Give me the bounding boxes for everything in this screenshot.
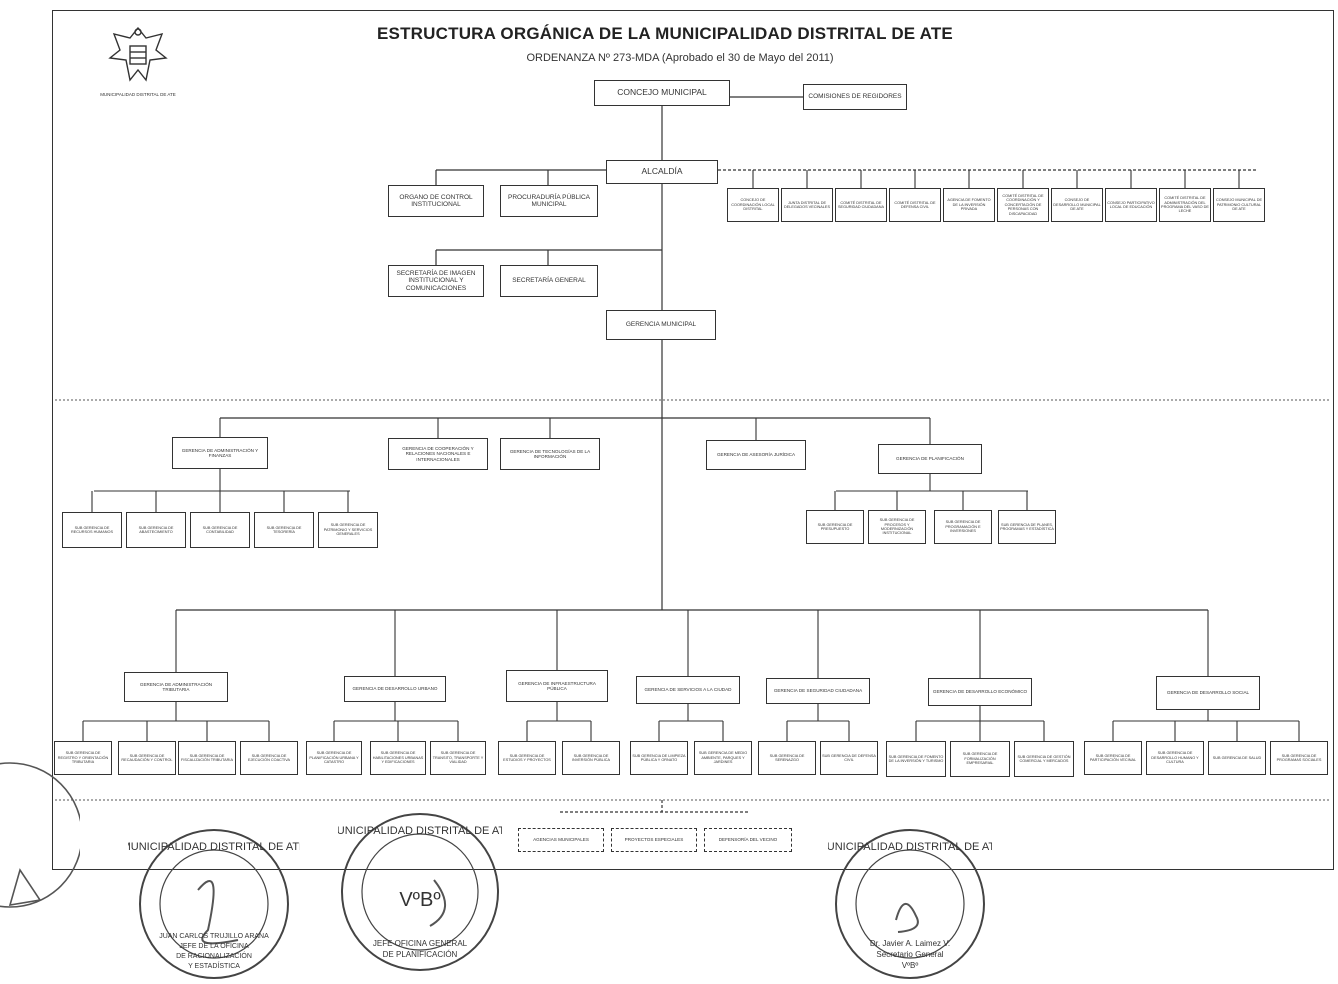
node-sub-gerencia: SUB GERENCIA DE REGISTRO Y ORIENTACIÓN T… <box>54 741 112 775</box>
stamp-line: JEFE DE LA OFICINA <box>179 943 249 950</box>
node-consultivo: CONSEJO DE DESARROLLO MUNICIPAL DE ATE <box>1051 188 1103 222</box>
logo-caption: MUNICIPALIDAD DISTRITAL DE ATE <box>100 92 176 97</box>
stamp-ring-text: MUNICIPALIDAD DISTRITAL DE ATE <box>828 841 992 853</box>
node-sub-gerencia: SUB GERENCIA DE ESTUDIOS Y PROYECTOS <box>498 741 556 775</box>
node-concejo-municipal: CONCEJO MUNICIPAL <box>594 80 730 106</box>
node-sub-gerencia: SUB GERENCIA DE PLANES, PROGRAMAS Y ESTA… <box>998 510 1056 544</box>
node-sub-gerencia: SUB GERENCIA DE HABILITACIONES URBANAS Y… <box>370 741 426 775</box>
stamp-line: Secretario General <box>876 950 943 959</box>
page-subtitle: ORDENANZA Nº 273-MDA (Aprobado el 30 de … <box>526 52 834 64</box>
stamp-line: Dr. Javier A. Laimez V. <box>870 939 950 948</box>
node-sub-gerencia: SUB GERENCIA DE TRANSITO, TRANSPORTE Y V… <box>430 741 486 775</box>
node-sub-gerencia: SUB GERENCIA DE EJECUCIÓN COACTIVA <box>240 741 298 775</box>
node-sub-gerencia: SUB GERENCIA DE FOMENTO DE LA INVERSIÓN … <box>886 741 946 777</box>
node-sub-gerencia: SUB GERENCIA DE DEFENSA CIVIL <box>820 741 878 775</box>
node-proyectos-especiales: PROYECTOS ESPECIALES <box>611 828 697 852</box>
node-linea-gerencia: GERENCIA DE ADMINISTRACIÓN TRIBUTARIA <box>124 672 228 702</box>
node-sub-gerencia: SUB GERENCIA DE PATRIMONIO Y SERVICIOS G… <box>318 512 378 548</box>
stamp-ring-text: MUNICIPALIDAD DISTRITAL DE ATE <box>128 841 300 853</box>
node-secretaria-imagen: SECRETARÍA DE IMAGEN INSTITUCIONAL Y COM… <box>388 265 484 297</box>
node-linea-gerencia: GERENCIA DE INFRAESTRUCTURA PÚBLICA <box>506 670 608 702</box>
node-sub-gerencia: SUB GERENCIA DE PLANIFICACIÓN URBANA Y C… <box>306 741 362 775</box>
stamp-line: DE PLANIFICACIÓN <box>383 950 458 959</box>
node-comisiones-regidores: COMISIONES DE REGIDORES <box>803 84 907 110</box>
stamp-line: Y ESTADÍSTICA <box>188 961 240 970</box>
node-sub-gerencia: SUB GERENCIA DE PRESUPUESTO <box>806 510 864 544</box>
node-linea-gerencia: GERENCIA DE SERVICIOS A LA CIUDAD <box>636 676 740 704</box>
node-apoyo-gerencia: GERENCIA DE COOPERACIÓN Y RELACIONES NAC… <box>388 438 488 470</box>
node-sub-gerencia: SUB GERENCIA DE RECAUDACIÓN Y CONTROL <box>118 741 176 775</box>
node-sub-gerencia: SUB GERENCIA DE DESARROLLO HUMANO Y CULT… <box>1146 741 1204 775</box>
node-consultivo: CONSEJO MUNICIPAL DE PATRIMONIO CULTURAL… <box>1213 188 1265 222</box>
node-organo-control: ORGANO DE CONTROL INSTITUCIONAL <box>388 185 484 217</box>
stamp-planificacion: MUNICIPALIDAD DISTRITAL DE ATE VºBº JEFE… <box>338 813 502 971</box>
stamp-line: JEFE OFICINA GENERAL <box>373 939 468 948</box>
stamp-ring-text: MUNICIPALIDAD DISTRITAL DE ATE <box>338 825 502 837</box>
node-sub-gerencia: SUB GERENCIA DE SALUD <box>1208 741 1266 775</box>
stamp-secretaria-general: MUNICIPALIDAD DISTRITAL DE ATE Dr. Javie… <box>828 829 992 979</box>
node-consultivo: AGENCIA DE FOMENTO DE LA INVERSIÓN PRIVA… <box>943 188 995 222</box>
node-linea-gerencia: GERENCIA DE SEGURIDAD CIUDADANA <box>766 678 870 704</box>
node-sub-gerencia: SUB GERENCIA DE TESORERÍA <box>254 512 314 548</box>
node-consultivo: COMITÉ DISTRITAL DE ADMINISTRACIÓN DEL P… <box>1159 188 1211 222</box>
node-consultivo: CONCEJO DE COORDINACIÓN LOCAL DISTRITAL <box>727 188 779 222</box>
stamp-line: JUAN CARLOS TRUJILLO ARANA <box>159 933 269 940</box>
municipal-crest-logo <box>108 26 168 82</box>
chart-frame <box>52 10 1334 870</box>
node-consultivo: COMITÉ DISTRITAL DE DEFENSA CIVIL <box>889 188 941 222</box>
node-consultivo: CONSEJO PARTICIPATIVO LOCAL DE EDUCACIÓN <box>1105 188 1157 222</box>
node-defensoria-vecino: DEFENSORÍA DEL VECINO <box>704 828 792 852</box>
node-secretaria-general: SECRETARÍA GENERAL <box>500 265 598 297</box>
node-alcaldia: ALCALDÍA <box>606 160 718 184</box>
node-sub-gerencia: SUB GERENCIA DE PARTICIPACIÓN VECINAL <box>1084 741 1142 775</box>
node-sub-gerencia: SUB GERENCIA DE ABASTECIMIENTO <box>126 512 186 548</box>
node-sub-gerencia: SUB GERENCIA DE PROCESOS Y MODERNIZACIÓN… <box>868 510 926 544</box>
node-consultivo: COMITÉ DISTRITAL DE SEGURIDAD CIUDADANA <box>835 188 887 222</box>
node-apoyo-gerencia: GERENCIA DE ASESORÍA JURÍDICA <box>706 440 806 470</box>
node-sub-gerencia: SUB GERENCIA DE SERENAZGO <box>758 741 816 775</box>
node-sub-gerencia: SUB GERENCIA DE GESTIÓN COMERCIAL Y MERC… <box>1014 741 1074 777</box>
node-linea-gerencia: GERENCIA DE DESARROLLO ECONÓMICO <box>928 678 1032 706</box>
stamp-line: VºBº <box>902 961 919 970</box>
node-sub-gerencia: SUB GERENCIA DE RECURSOS HUMANOS <box>62 512 122 548</box>
node-consultivo: JUNTA DISTRITAL DE DELEGADOS VECINALES <box>781 188 833 222</box>
node-sub-gerencia: SUB GERENCIA DE PROGRAMAS SOCIALES <box>1270 741 1328 775</box>
node-sub-gerencia: SUB GERENCIA DE INVERSIÓN PÚBLICA <box>562 741 620 775</box>
node-linea-gerencia: GERENCIA DE DESARROLLO URBANO <box>344 676 446 702</box>
node-gerencia-municipal: GERENCIA MUNICIPAL <box>606 310 716 340</box>
node-apoyo-gerencia: GERENCIA DE TECNOLOGÍAS DE LA INFORMACIÓ… <box>500 438 600 470</box>
node-apoyo-gerencia: GERENCIA DE PLANIFICACIÓN <box>878 444 982 474</box>
node-linea-gerencia: GERENCIA DE DESARROLLO SOCIAL <box>1156 676 1260 710</box>
node-sub-gerencia: SUB GERENCIA DE FORMALIZACIÓN EMPRESARIA… <box>950 741 1010 777</box>
stamp-partial-left <box>0 762 80 908</box>
stamp-vobo: VºBº <box>399 889 441 911</box>
node-apoyo-gerencia: GERENCIA DE ADMINISTRACIÓN Y FINANZAS <box>172 437 268 469</box>
node-procuraduria: PROCURADURÍA PÚBLICA MUNICIPAL <box>500 185 598 217</box>
node-sub-gerencia: SUB GERENCIA DE FISCALIZACIÓN TRIBUTARIA <box>178 741 236 775</box>
node-sub-gerencia: SUB GERENCIA DE CONTABILIDAD <box>190 512 250 548</box>
node-sub-gerencia: SUB GERENCIA DE PROGRAMACIÓN E INVERSION… <box>934 510 992 544</box>
node-consultivo: COMITÉ DISTRITAL DE COORDINACIÓN Y CONCE… <box>997 188 1049 222</box>
page-title: ESTRUCTURA ORGÁNICA DE LA MUNICIPALIDAD … <box>377 24 953 43</box>
node-sub-gerencia: SUB GERENCIA DE LIMPIEZA PÚBLICA Y ORNAT… <box>630 741 688 775</box>
node-sub-gerencia: SUB GERENCIA DE MEDIO AMBIENTE, PARQUES … <box>694 741 752 775</box>
stamp-line: DE RACIONALIZACIÓN <box>176 951 252 960</box>
stamp-racionalizacion: MUNICIPALIDAD DISTRITAL DE ATE JUAN CARL… <box>128 829 300 979</box>
node-agencias-municipales: AGENCIAS MUNICIPALES <box>518 828 604 852</box>
